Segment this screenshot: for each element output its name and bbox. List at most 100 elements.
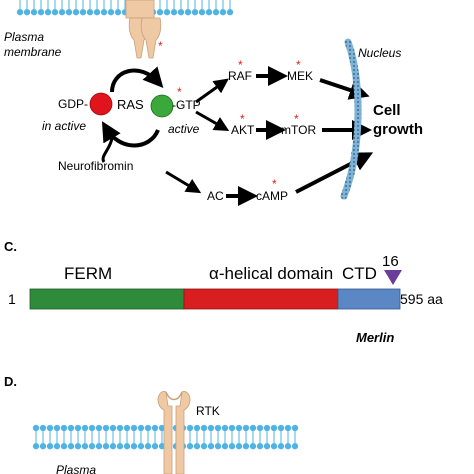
lipid-head: [60, 424, 68, 432]
lipid-head: [79, 9, 87, 16]
lipid-head: [86, 9, 94, 16]
ctd-label: CTD: [342, 264, 377, 283]
lipid-head: [200, 424, 208, 432]
lipid-head: [186, 443, 194, 450]
lipid-head: [214, 443, 222, 450]
lipid-head: [151, 424, 159, 432]
panel-b-ras-pathway: * Plasma membrane GDP- RAS -GTP * in act…: [4, 0, 423, 206]
neurofibromin-to-ac-arrow: [165, 170, 202, 194]
lipid-head: [291, 424, 299, 432]
lipid-head: [72, 9, 80, 16]
lipid-head: [207, 424, 215, 432]
lipid-head: [151, 443, 159, 450]
lipid-head: [23, 9, 31, 16]
lipid-head: [123, 424, 131, 432]
lipid-head: [284, 443, 292, 450]
receptor-asterisk: *: [158, 39, 163, 53]
lipid-head: [102, 424, 110, 432]
lipid-head: [46, 443, 54, 450]
lipid-head: [44, 9, 52, 16]
lipid-head: [51, 9, 59, 16]
lipid-head: [53, 424, 61, 432]
lipid-head: [58, 9, 66, 16]
nuclear-envelope: [340, 38, 362, 200]
lipid-head: [102, 443, 110, 450]
lipid-head: [53, 443, 61, 450]
lipid-head: [228, 443, 236, 450]
lipid-head: [186, 424, 194, 432]
ras-gdp-ball: [89, 92, 113, 116]
lipid-head: [249, 424, 257, 432]
lipid-head: [235, 443, 243, 450]
lipid-head: [65, 9, 73, 16]
lipid-head: [60, 443, 68, 450]
lipid-head: [144, 443, 152, 450]
membrane-label: membrane: [4, 45, 62, 59]
lipid-head: [242, 443, 250, 450]
ras-gtp-ball: [150, 94, 174, 118]
lipid-head: [270, 424, 278, 432]
mek-label: MEK: [287, 69, 313, 83]
lipid-head: [39, 424, 47, 432]
lipid-head: [88, 443, 96, 450]
lipid-head: [228, 424, 236, 432]
lipid-head: [170, 9, 178, 16]
lipid-head: [39, 443, 47, 450]
lipid-head: [163, 9, 171, 16]
top-membrane-bilayer: [16, 0, 234, 16]
lipid-head: [235, 424, 243, 432]
gdp-label: GDP-: [58, 97, 88, 111]
site-number-label: 16: [382, 253, 399, 270]
mtor-asterisk: *: [294, 112, 299, 126]
lipid-head: [242, 424, 250, 432]
lipid-head: [221, 443, 229, 450]
akt-label: AKT: [231, 123, 255, 137]
lipid-head: [81, 424, 89, 432]
lipid-head: [158, 443, 166, 450]
lipid-head: [263, 424, 271, 432]
lipid-head: [74, 443, 82, 450]
lipid-head: [67, 424, 75, 432]
ras-to-akt-arrow: [195, 110, 230, 131]
lipid-head: [193, 424, 201, 432]
lipid-head: [109, 424, 117, 432]
lipid-head: [198, 9, 206, 16]
ferm-label: FERM: [64, 264, 112, 283]
lipid-head: [193, 443, 201, 450]
lipid-head: [137, 443, 145, 450]
lipid-head: [100, 9, 108, 16]
lipid-head: [144, 424, 152, 432]
ras-asterisk: *: [177, 85, 182, 99]
lipid-head: [93, 9, 101, 16]
lipid-head: [156, 9, 164, 16]
panel-d-letter: D.: [4, 374, 17, 389]
lipid-head: [123, 443, 131, 450]
alpha-helical-label: α-helical domain: [209, 264, 333, 283]
mtor-label: mTOR: [281, 123, 316, 137]
nucleus-label: Nucleus: [358, 46, 401, 60]
ferm-domain-bar: [29, 288, 185, 310]
activation-cycle-arrow: [110, 66, 164, 93]
panel-c-merlin-domains: C. FERM α-helical domain CTD 16 1 595 aa…: [4, 239, 443, 345]
mek-asterisk: *: [296, 58, 301, 72]
lipid-head: [270, 443, 278, 450]
lipid-head: [32, 424, 40, 432]
start-position-label: 1: [8, 291, 16, 307]
ctd-domain-bar: [337, 288, 401, 310]
site-marker-triangle: [384, 270, 402, 285]
panel-d-rtk-pathway: D. RTK Plasma: [4, 374, 299, 474]
lipid-head: [74, 424, 82, 432]
neurofibromin-link-arrow: [101, 137, 114, 163]
lipid-head: [95, 424, 103, 432]
lipid-head: [32, 443, 40, 450]
rtk-label: RTK: [196, 404, 220, 418]
lipid-head: [177, 9, 185, 16]
akt-asterisk: *: [240, 112, 245, 126]
lipid-head: [158, 424, 166, 432]
inactive-label: in active: [42, 119, 86, 133]
lipid-head: [81, 443, 89, 450]
gtp-label: -GTP: [172, 98, 201, 112]
ras-to-raf-arrow: [195, 78, 229, 104]
lipid-head: [212, 9, 220, 16]
